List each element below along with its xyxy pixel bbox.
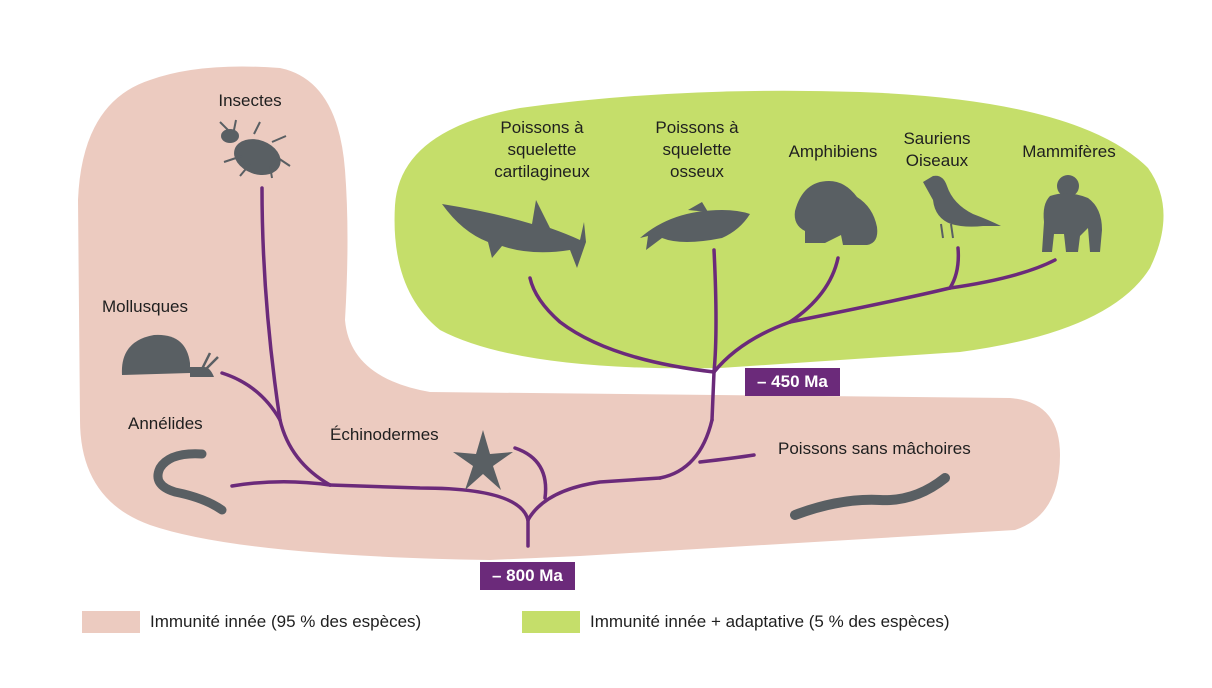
label-poissons-sans-machoires: Poissons sans mâchoires [778,439,971,458]
worm-icon [153,449,227,515]
branch-oiseaux [948,246,961,290]
fish-icon [640,202,750,250]
branch-mollusques [220,371,282,422]
shark-icon [442,200,586,268]
gorilla-icon [1042,175,1102,252]
label-poissons-cartilagineux: Poissons à squelette cartilagineux [494,118,590,181]
date-badge-450: – 450 Ma [745,368,840,396]
starfish-icon [453,430,513,490]
label-mammiferes: Mammifères [1022,142,1116,161]
branch-mammiferes [948,258,1057,290]
legend-label-innate: Immunité innée (95 % des espèces) [150,612,422,631]
date-badge-800: – 800 Ma [480,562,575,590]
branch-agnathes [698,453,756,464]
label-mollusques: Mollusques [102,297,188,316]
branch-insectes [260,186,282,422]
branch-vertebrates [658,418,714,480]
adaptive-immunity-region [394,90,1164,369]
branch-protostomes [328,483,530,522]
branch-annelides [230,480,332,488]
frog-icon [794,181,878,245]
snail-icon [120,334,219,377]
label-amphibiens: Amphibiens [788,142,878,161]
label-insectes: Insectes [218,91,282,110]
branch-osseux [712,248,718,374]
branch-echinodermes [513,446,548,500]
label-poissons-osseux: Poissons à squelette osseux [655,118,739,181]
branch-gnathostomes [710,370,716,422]
branch-cartilagineux [528,276,716,374]
label-annelides: Annélides [128,414,203,433]
branch-deuterostomes [526,476,662,522]
legend-label-adaptive: Immunité innée + adaptative (5 % des esp… [590,612,950,631]
label-sauriens-oiseaux: Sauriens Oiseaux [903,129,971,170]
innate-immunity-region [78,66,1060,560]
legend-swatch-innate [82,611,140,633]
branch-mol-ins [278,418,332,487]
lamprey-icon [790,473,950,520]
beetle-icon [219,119,291,179]
branch-amphibiens [788,256,840,324]
bird-icon [923,175,1001,239]
label-echinodermes: Échinodermes [330,425,439,444]
legend-swatch-adaptive [522,611,580,633]
branch-tetrapodes [712,320,792,374]
branch-amniotes [788,286,952,324]
